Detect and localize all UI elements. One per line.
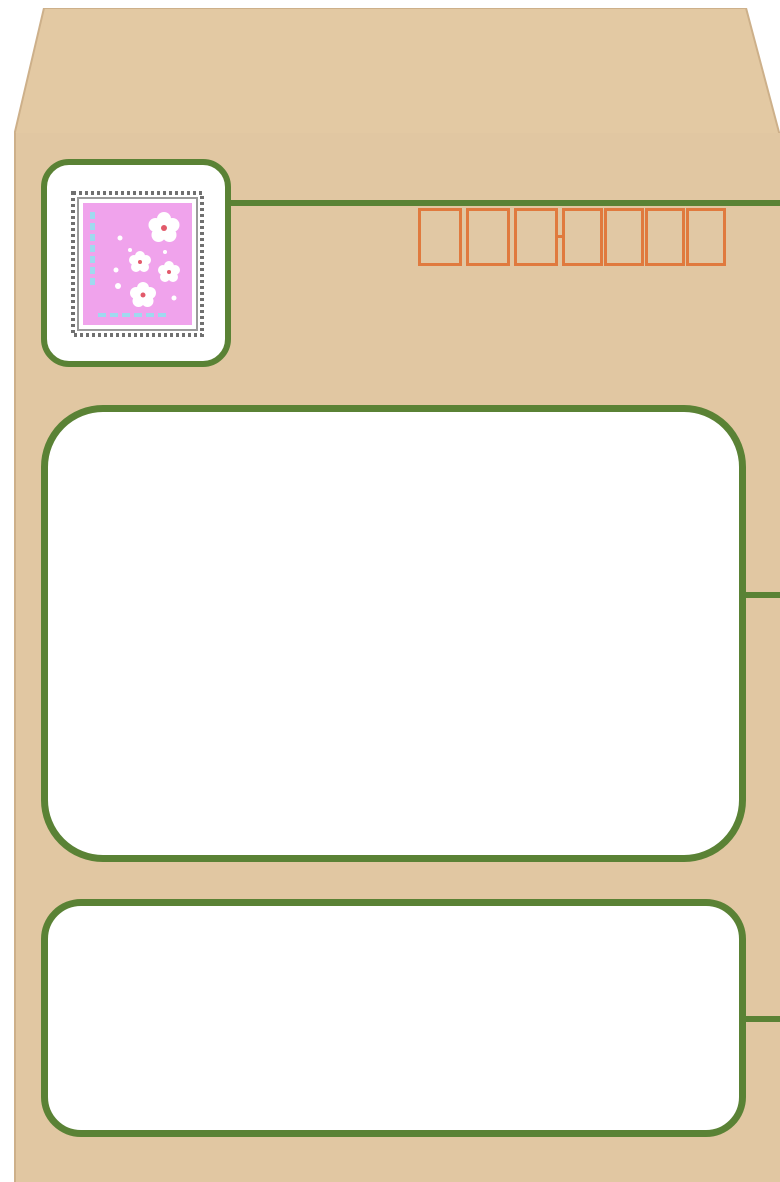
postal-code-boxes[interactable] [418,208,730,270]
recipient-address-area[interactable] [41,405,746,862]
cherry-blossom-stamp-icon [70,190,205,338]
postal-code-digit-5[interactable] [604,208,644,266]
envelope-flap [14,8,780,136]
sender-address-area[interactable] [41,899,746,1137]
postal-code-digit-6[interactable] [645,208,685,266]
postal-code-digit-1[interactable] [418,208,462,266]
recipient-area-pointer-line [746,592,780,598]
postal-code-digit-4[interactable] [562,208,603,266]
stamp-area-pointer-line [231,200,780,206]
postal-code-digit-3[interactable] [514,208,558,266]
postal-code-digit-7[interactable] [686,208,726,266]
sender-area-pointer-line [746,1016,780,1022]
postal-code-digit-2[interactable] [466,208,510,266]
